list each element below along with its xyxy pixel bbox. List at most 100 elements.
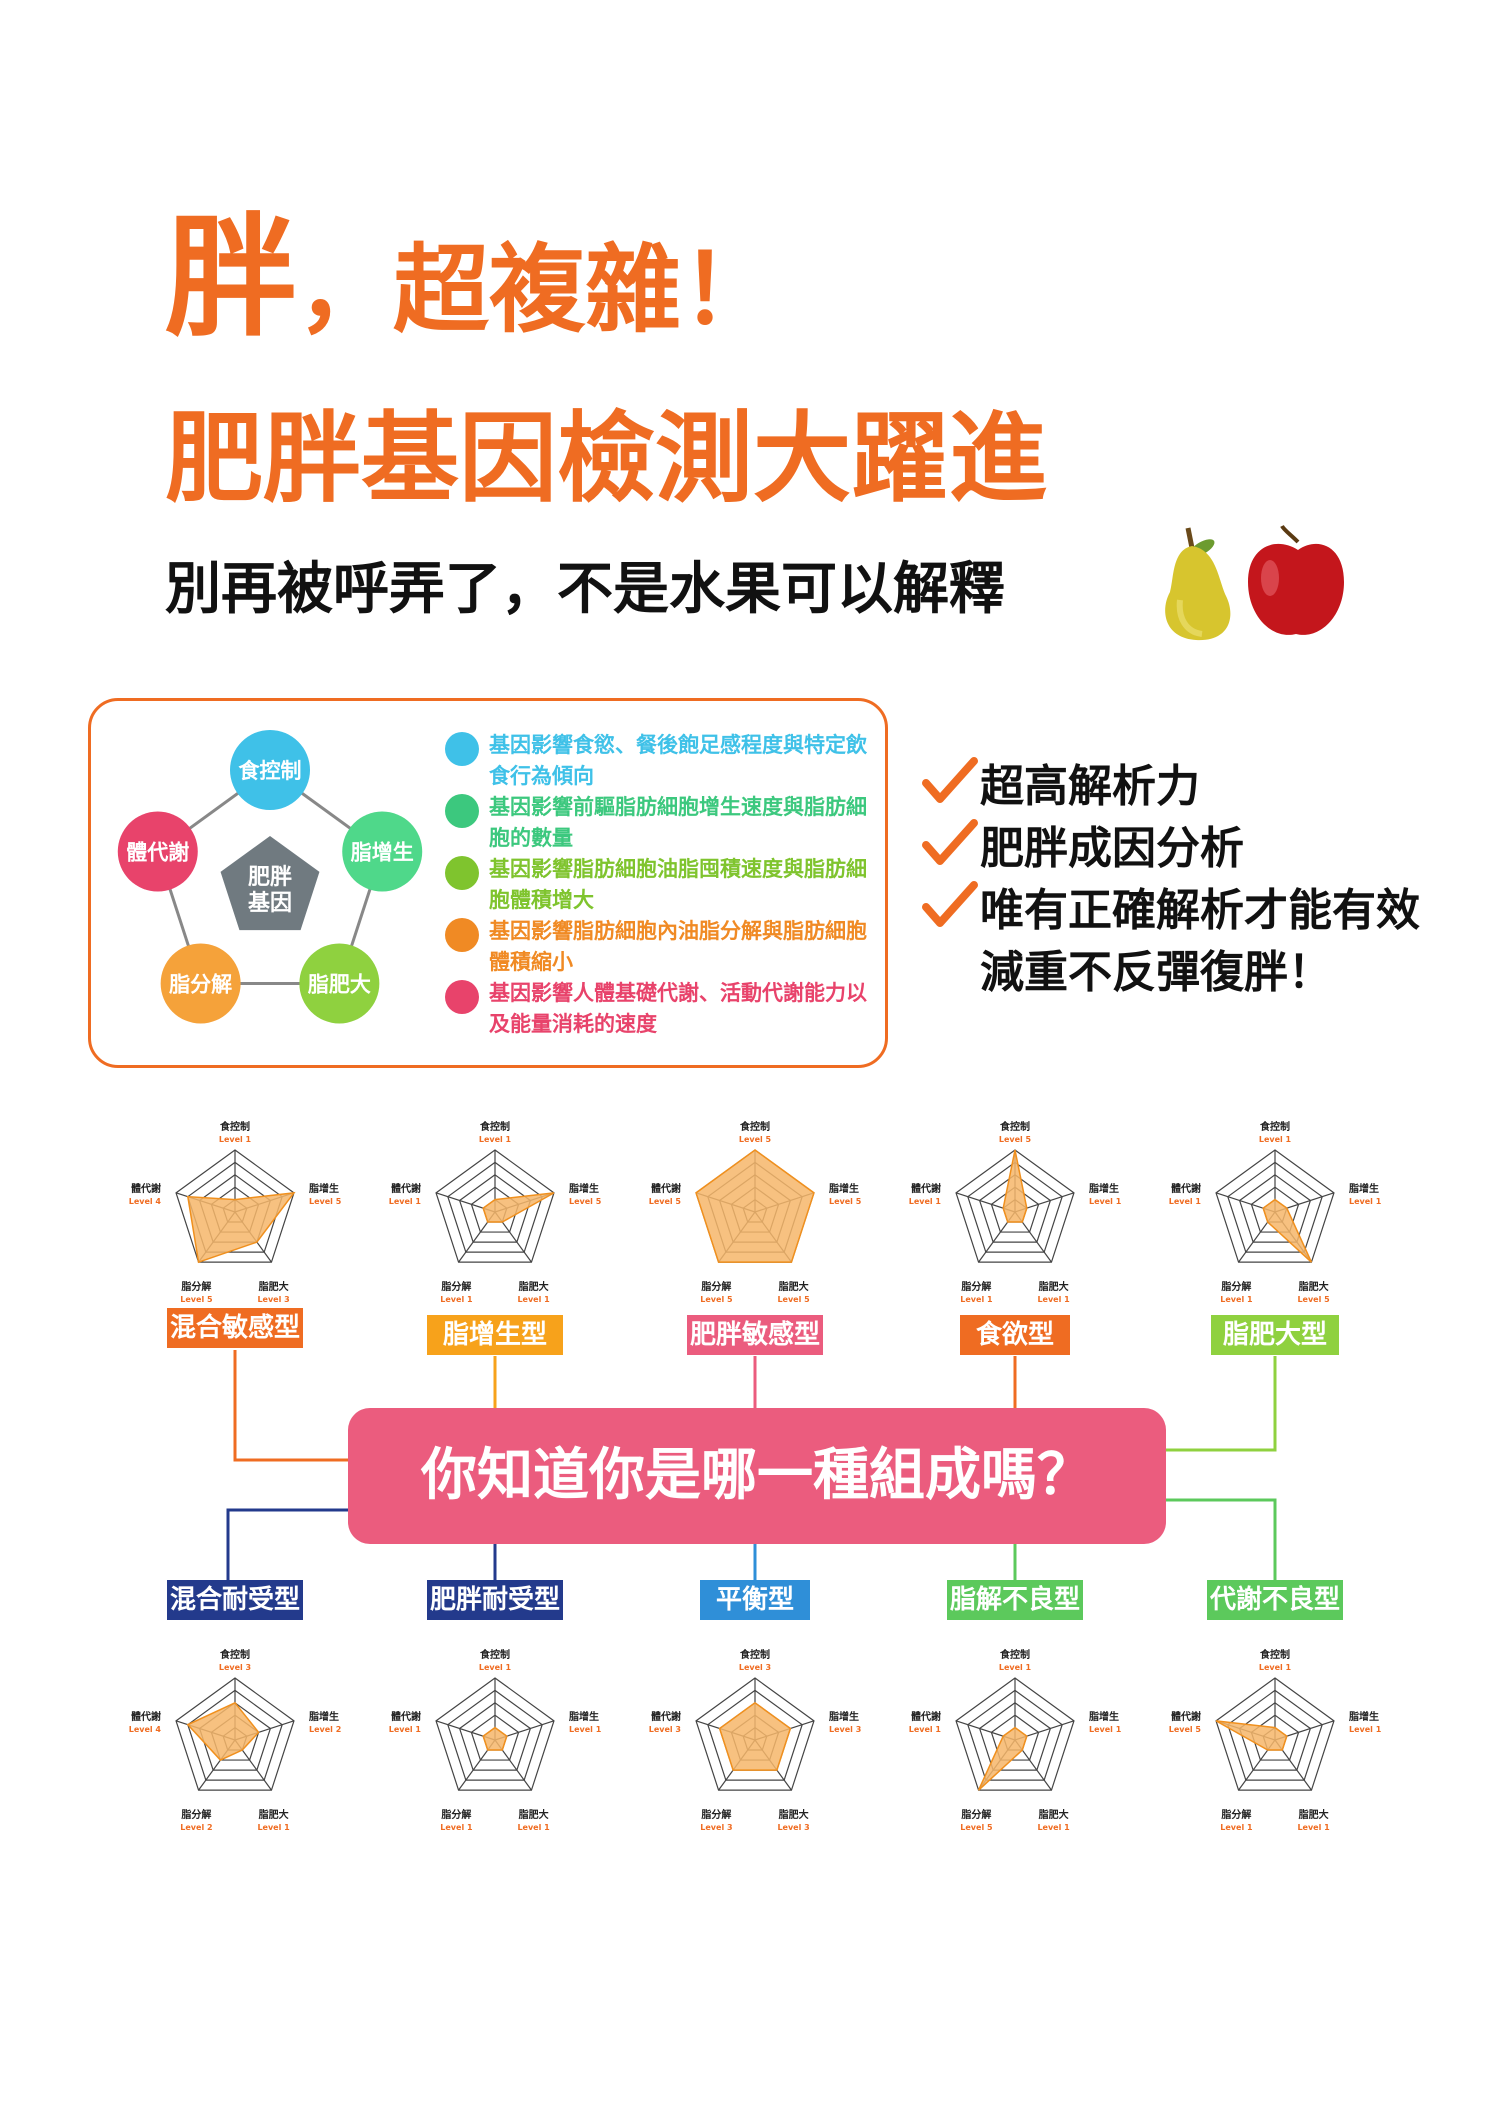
radar-level-label: Level 1 (389, 1725, 422, 1734)
radar-grid (978, 1174, 1052, 1243)
radar-axis-label: 體代謝 (391, 1182, 421, 1195)
radar-axis-label: 脂分解 (180, 1280, 211, 1293)
radar-axis-label: 脂肥大 (258, 1808, 289, 1821)
radar-level-label: Level 1 (517, 1823, 550, 1832)
type-label: 平衡型 (700, 1580, 810, 1620)
radar-level-label: Level 5 (180, 1295, 213, 1304)
legend-text: 基因影響脂肪細胞油脂囤積速度與脂肪細胞體積增大 (489, 857, 867, 912)
radar-axis-label: 體代謝 (1171, 1182, 1201, 1195)
radar-axis-label: 脂分解 (440, 1808, 471, 1821)
radar-level-label: Level 1 (517, 1295, 550, 1304)
connector-line (1166, 1356, 1277, 1452)
headline-char: 胖 (165, 201, 297, 355)
radar-level-label: Level 2 (309, 1725, 341, 1734)
headline-2: 肥胖基因檢測大躍進 (165, 402, 1048, 516)
radar-axis-label: 體代謝 (131, 1182, 161, 1195)
radar-axis-label: 脂肥大 (258, 1280, 289, 1293)
radar-axis-label: 脂增生 (1348, 1710, 1379, 1723)
radar-level-label: Level 1 (1169, 1197, 1202, 1206)
radar-grid (187, 1689, 283, 1781)
checklist-item: 超高解析力 (920, 750, 1200, 814)
radar-level-label: Level 3 (700, 1823, 732, 1832)
radar-level-label: Level 2 (180, 1823, 212, 1832)
radar-grid (955, 1149, 1075, 1263)
radar-grid (967, 1689, 1063, 1781)
pear-icon (1165, 527, 1231, 641)
radar-data (1215, 1720, 1288, 1751)
radar-level-label: Level 1 (1297, 1823, 1330, 1832)
radar-axis-label: 體代謝 (911, 1182, 941, 1195)
radar-level-label: Level 1 (1349, 1197, 1382, 1206)
radar-level-label: Level 5 (999, 1135, 1032, 1144)
radar-grid (470, 1714, 520, 1761)
radar-data (186, 1701, 260, 1761)
radar-level-label: Level 5 (829, 1197, 862, 1206)
gene-info-box (88, 698, 888, 1068)
radar-data (718, 1701, 792, 1771)
radar-level-label: Level 3 (829, 1725, 861, 1734)
checklist-item: 減重不反彈復胖！ (920, 936, 1332, 1000)
radar-axis-label: 食控制 (219, 1648, 250, 1661)
radar-level-label: Level 1 (479, 1135, 512, 1144)
radar-grid (175, 1149, 295, 1263)
radar-level-label: Level 1 (999, 1663, 1032, 1672)
radar-axis-label: 脂肥大 (1038, 1280, 1069, 1293)
legend-dot (445, 918, 479, 952)
radar-level-label: Level 3 (739, 1663, 771, 1672)
radar-axis-label: 食控制 (219, 1120, 250, 1133)
radar-level-label: Level 1 (440, 1295, 473, 1304)
radar-axis-label: 脂分解 (1220, 1280, 1251, 1293)
radar-axis-label: 脂分解 (700, 1808, 731, 1821)
checklist-text: 超高解析力 (980, 761, 1200, 812)
checklist-text: 減重不反彈復胖！ (980, 947, 1332, 998)
radar-level-label: Level 3 (649, 1725, 681, 1734)
radar-level-label: Level 5 (649, 1197, 682, 1206)
radar-grid (447, 1689, 543, 1781)
radar-axis-label: 脂分解 (1220, 1808, 1251, 1821)
radar-axis-label: 食控制 (479, 1120, 510, 1133)
radar-grid (695, 1677, 815, 1791)
checklist-text: 肥胖成因分析 (980, 823, 1244, 874)
question-text: 你知道你是哪一種組成嗎？ (421, 1443, 1093, 1508)
radar-level-label: Level 1 (1220, 1823, 1253, 1832)
radar-axis-label: 體代謝 (391, 1710, 421, 1723)
radar-axis-label: 脂增生 (1348, 1182, 1379, 1195)
radar-axis-label: 體代謝 (651, 1710, 681, 1723)
center-label: 肥胖 (248, 864, 292, 890)
checklist-text: 唯有正確解析才能有效 (980, 885, 1420, 936)
radar-grid (1250, 1186, 1300, 1233)
radar-data (695, 1149, 815, 1263)
radar-data (482, 1726, 508, 1751)
legend-item: 基因影響人體基礎代謝、活動代謝能力以及能量消耗的速度 (445, 978, 885, 1040)
radar-level-label: Level 1 (909, 1725, 942, 1734)
type-label: 肥胖敏感型 (687, 1315, 823, 1355)
legend-dot (445, 980, 479, 1014)
radar-level-label: Level 1 (1220, 1295, 1253, 1304)
radar-axis-label: 食控制 (999, 1648, 1030, 1661)
gene-node (117, 811, 198, 892)
gene-node-label: 脂肥大 (308, 972, 371, 996)
radar-grid (990, 1714, 1040, 1761)
radar-axis-label: 脂肥大 (1298, 1808, 1329, 1821)
connector-line (233, 1350, 348, 1462)
radar-grid (187, 1161, 283, 1253)
radar-axis-label: 脂增生 (568, 1710, 599, 1723)
radar-grid (1215, 1677, 1335, 1791)
radar-grid (990, 1186, 1040, 1233)
type-label: 食欲型 (960, 1315, 1070, 1355)
radar-level-label: Level 5 (1169, 1725, 1202, 1734)
radar-level-label: Level 3 (257, 1295, 289, 1304)
check-icon (920, 757, 980, 807)
radar-level-label: Level 5 (739, 1135, 772, 1144)
radar-level-label: Level 1 (389, 1197, 422, 1206)
gene-node (230, 730, 310, 810)
legend-item: 基因影響脂肪細胞油脂囤積速度與脂肪細胞體積增大 (445, 854, 885, 916)
